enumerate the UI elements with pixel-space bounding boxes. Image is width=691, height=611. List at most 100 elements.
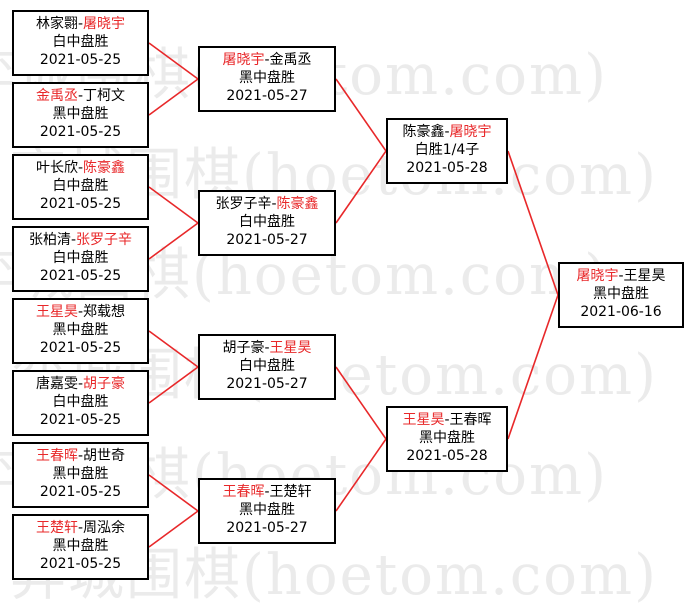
match-date: 2021-05-25 bbox=[39, 52, 122, 68]
match-box-r3-1: 陈豪鑫-屠晓宇白胜1/4子 2021-05-28 bbox=[386, 118, 508, 184]
player-black: 林家翾 bbox=[35, 16, 78, 32]
player-white: 金禹丞 bbox=[269, 52, 312, 68]
match-result: 黑中盘胜 bbox=[52, 538, 109, 554]
player-black: 屠晓宇 bbox=[576, 268, 619, 284]
match-result: 黑中盘胜 bbox=[239, 70, 295, 86]
player-separator: - bbox=[70, 232, 77, 248]
player-separator: - bbox=[77, 88, 84, 104]
match-box-r2-4: 王春晖-王楚轩黑中盘胜 2021-05-27 bbox=[198, 478, 336, 544]
connector-line bbox=[335, 438, 387, 512]
player-separator: - bbox=[77, 448, 84, 464]
player-black: 张罗子辛 bbox=[215, 196, 272, 212]
match-date: 2021-05-25 bbox=[39, 556, 122, 572]
connector-line bbox=[148, 330, 199, 368]
player-black: 胡子豪 bbox=[222, 340, 265, 356]
match-box-r1-5: 王星昊-郑载想黑中盘胜 2021-05-25 bbox=[12, 298, 149, 364]
match-result: 白中盘胜 bbox=[52, 250, 109, 266]
player-black: 张柏清 bbox=[28, 232, 71, 248]
player-white: 屠晓宇 bbox=[449, 124, 492, 140]
connector-line bbox=[507, 150, 559, 296]
match-players: 胡子豪-王星昊 bbox=[200, 339, 334, 357]
player-white: 胡世奇 bbox=[83, 448, 126, 464]
player-black: 唐嘉雯 bbox=[35, 376, 78, 392]
match-date: 2021-05-27 bbox=[226, 232, 308, 248]
player-black: 叶长欣 bbox=[35, 160, 78, 176]
match-result: 黑中盘胜 bbox=[593, 286, 649, 302]
match-date: 2021-05-25 bbox=[39, 124, 122, 140]
player-white: 张罗子辛 bbox=[76, 232, 133, 248]
match-result: 黑中盘胜 bbox=[52, 106, 109, 122]
match-result: 白中盘胜 bbox=[239, 214, 295, 230]
player-white: 陈豪鑫 bbox=[276, 196, 319, 212]
connector-line bbox=[148, 474, 199, 512]
player-black: 金禹丞 bbox=[35, 88, 78, 104]
match-date: 2021-05-28 bbox=[406, 160, 488, 176]
match-players: 叶长欣-陈豪鑫 bbox=[14, 159, 147, 177]
player-black: 王春晖 bbox=[222, 484, 265, 500]
connector-line bbox=[148, 222, 199, 260]
connector-line bbox=[148, 42, 199, 80]
match-date: 2021-05-25 bbox=[39, 196, 122, 212]
connector-line bbox=[148, 510, 199, 548]
match-date: 2021-05-25 bbox=[39, 412, 122, 428]
connector-line bbox=[507, 294, 559, 440]
match-players: 屠晓宇-金禹丞 bbox=[200, 51, 334, 69]
player-white: 屠晓宇 bbox=[83, 16, 126, 32]
match-date: 2021-05-27 bbox=[226, 520, 308, 536]
player-white: 王星昊 bbox=[623, 268, 666, 284]
player-separator: - bbox=[618, 268, 624, 284]
match-result: 黑中盘胜 bbox=[52, 322, 109, 338]
match-players: 林家翾-屠晓宇 bbox=[14, 15, 147, 33]
player-separator: - bbox=[77, 376, 84, 392]
match-date: 2021-05-25 bbox=[39, 340, 122, 356]
match-date: 2021-05-27 bbox=[226, 376, 308, 392]
player-white: 郑载想 bbox=[83, 304, 126, 320]
match-players: 屠晓宇-王星昊 bbox=[560, 267, 682, 285]
match-result: 白中盘胜 bbox=[239, 358, 295, 374]
connector-line bbox=[148, 186, 199, 224]
player-separator: - bbox=[77, 304, 84, 320]
player-black: 陈豪鑫 bbox=[402, 124, 445, 140]
player-separator: - bbox=[444, 124, 450, 140]
player-separator: - bbox=[77, 160, 84, 176]
player-white: 丁柯文 bbox=[83, 88, 126, 104]
match-players: 王楚轩-周泓余 bbox=[14, 519, 147, 537]
match-result: 黑中盘胜 bbox=[52, 466, 109, 482]
player-white: 王春晖 bbox=[449, 412, 492, 428]
match-date: 2021-05-25 bbox=[39, 484, 122, 500]
connector-line bbox=[335, 150, 387, 224]
match-result: 白胜1/4子 bbox=[414, 142, 480, 158]
player-separator: - bbox=[271, 196, 277, 212]
match-date: 2021-06-16 bbox=[580, 304, 662, 320]
bracket-connectors bbox=[148, 42, 559, 548]
player-white: 王星昊 bbox=[269, 340, 312, 356]
player-black: 屠晓宇 bbox=[222, 52, 265, 68]
match-players: 张罗子辛-陈豪鑫 bbox=[200, 195, 334, 213]
connector-line bbox=[335, 78, 387, 152]
match-players: 王春晖-王楚轩 bbox=[200, 483, 334, 501]
player-white: 王楚轩 bbox=[269, 484, 312, 500]
match-result: 黑中盘胜 bbox=[239, 502, 295, 518]
player-separator: - bbox=[77, 520, 84, 536]
match-box-r2-3: 胡子豪-王星昊白中盘胜 2021-05-27 bbox=[198, 334, 336, 400]
player-black: 王星昊 bbox=[402, 412, 445, 428]
player-white: 陈豪鑫 bbox=[83, 160, 126, 176]
player-separator: - bbox=[264, 52, 270, 68]
match-players: 王星昊-郑载想 bbox=[14, 303, 147, 321]
connector-line bbox=[148, 366, 199, 404]
player-separator: - bbox=[444, 412, 450, 428]
player-black: 王楚轩 bbox=[35, 520, 78, 536]
player-white: 周泓余 bbox=[83, 520, 126, 536]
match-result: 黑中盘胜 bbox=[419, 430, 475, 446]
player-separator: - bbox=[77, 16, 84, 32]
match-players: 张柏清-张罗子辛 bbox=[14, 231, 147, 249]
match-players: 金禹丞-丁柯文 bbox=[14, 87, 147, 105]
